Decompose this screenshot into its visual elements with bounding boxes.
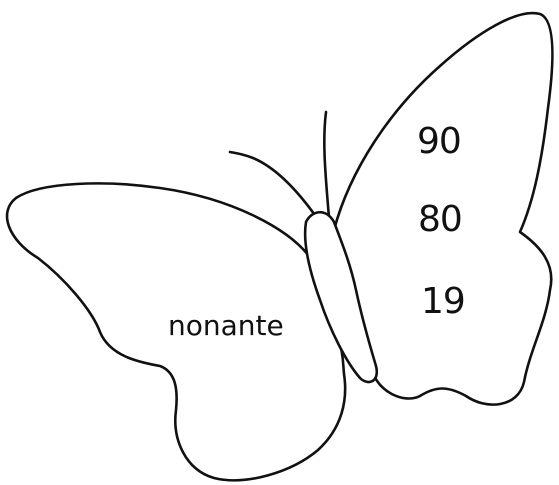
right-wing-number-3: 19 (421, 281, 466, 322)
right-antenna (323, 110, 331, 220)
butterfly-body (303, 210, 379, 384)
right-wing (332, 11, 554, 406)
right-wing-number-2: 80 (418, 199, 463, 240)
left-antenna (228, 150, 319, 220)
left-wing-word: nonante (168, 309, 284, 342)
left-wing (5, 182, 347, 482)
right-wing-number-1: 90 (417, 121, 462, 162)
